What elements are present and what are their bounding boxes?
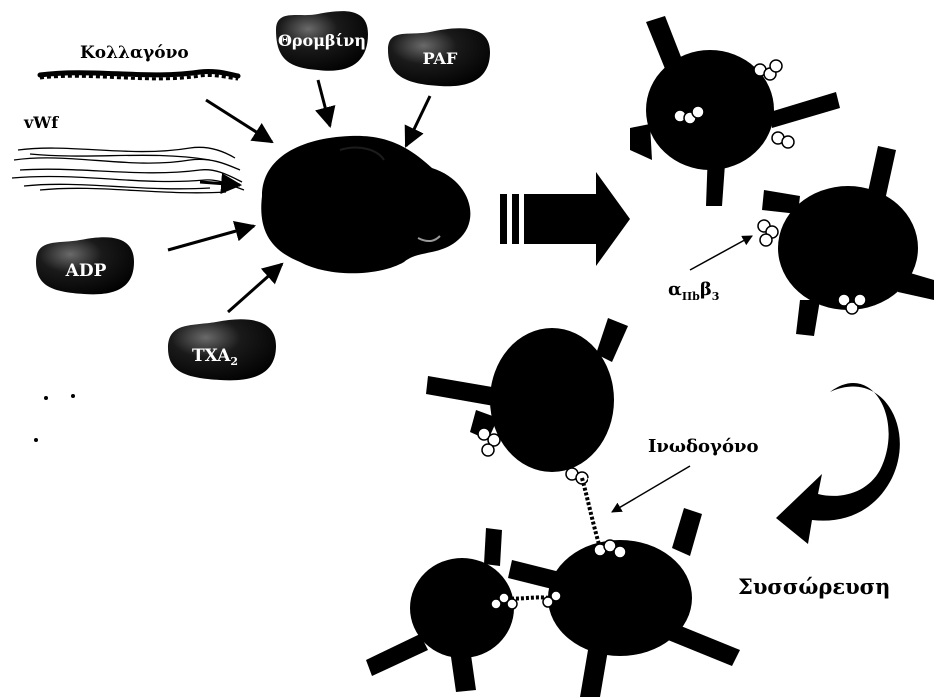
- dot-mark: [71, 394, 75, 398]
- vwf-label: vWf: [23, 113, 59, 132]
- dot-mark: [44, 396, 48, 400]
- integrin-label: αIIbβ3: [668, 279, 719, 303]
- aggregate-platelet-right: [508, 508, 740, 697]
- activated-platelet-b: [758, 146, 934, 336]
- fibrinogen-label: Ινωδογόνο: [648, 436, 758, 457]
- thrombin-label: Θρομβίνη: [278, 31, 366, 50]
- txa2-pill: TXA2: [168, 319, 276, 380]
- activated-platelet-a: [630, 16, 840, 206]
- adp-pill: ADP: [36, 237, 134, 294]
- paf-label: PAF: [423, 49, 458, 68]
- vwf-strands: [12, 147, 244, 193]
- collagen-fiber: [40, 71, 238, 79]
- activation-arrow: [500, 172, 630, 266]
- aggregation-label: Συσσώρευση: [738, 574, 890, 599]
- adp-label: ADP: [65, 261, 107, 281]
- paf-pill: PAF: [388, 28, 490, 86]
- collagen-label: Κολλαγόνο: [80, 43, 189, 63]
- aggregation-arrow: [776, 383, 900, 544]
- resting-platelet: [261, 136, 470, 273]
- aggregate-platelet-top: [426, 318, 628, 484]
- aggregate-platelet-left: [366, 528, 517, 692]
- dot-mark: [34, 438, 38, 442]
- thrombin-pill: Θρομβίνη: [276, 11, 368, 71]
